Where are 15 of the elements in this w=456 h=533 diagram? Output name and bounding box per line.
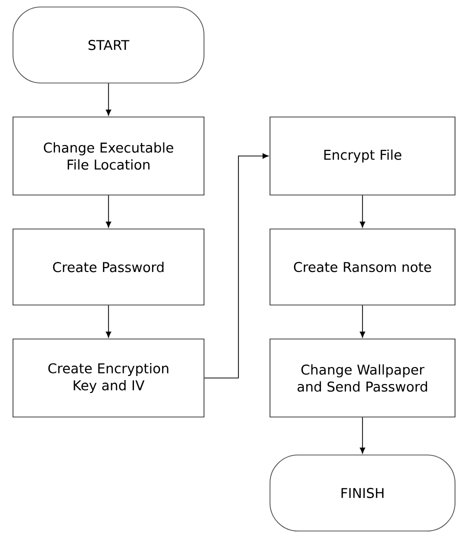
terminal-node: START (12, 6, 204, 84)
arrow (106, 305, 112, 338)
arrow (106, 83, 112, 116)
process-box: Create Ransom note (270, 228, 456, 306)
terminal-node: FINISH (270, 454, 456, 532)
arrow (106, 195, 112, 228)
arrow (360, 305, 366, 338)
process-box: Encrypt File (270, 116, 456, 196)
process-box: Create Encryption Key and IV (12, 338, 204, 418)
process-box: Change Executable File Location (12, 116, 204, 196)
arrow (204, 153, 269, 378)
arrow (360, 195, 366, 228)
arrow (360, 417, 366, 454)
process-box: Change Wallpaper and Send Password (270, 338, 456, 418)
process-box: Create Password (12, 228, 204, 306)
